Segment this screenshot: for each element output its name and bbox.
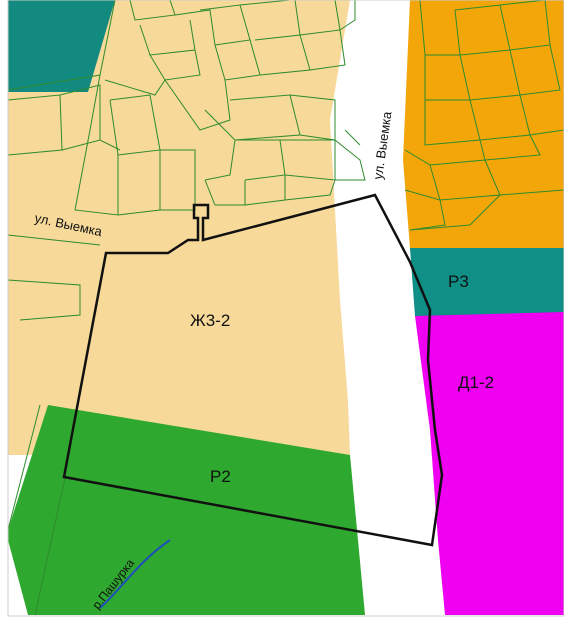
zone-label-d1-2: Д1-2 (458, 373, 494, 392)
zone-orange[interactable] (403, 0, 564, 248)
parcel-lines (7, 0, 366, 616)
road-vyemka (330, 0, 440, 615)
river-pashurka (99, 539, 171, 609)
map-frame (7, 0, 564, 617)
zone-teal-block[interactable] (8, 0, 115, 92)
zone-residential-area[interactable] (8, 0, 420, 455)
zone-d1-2[interactable] (415, 312, 564, 615)
zone-p3[interactable] (410, 248, 564, 316)
zone-p2[interactable] (8, 405, 365, 615)
parcel-lines-orange (404, 0, 564, 231)
zone-label-zh3-2: Ж3-2 (190, 311, 230, 330)
zone-label-p3: Р3 (448, 272, 469, 291)
zone-label-p2: Р2 (210, 467, 231, 486)
site-boundary[interactable] (62, 193, 444, 547)
